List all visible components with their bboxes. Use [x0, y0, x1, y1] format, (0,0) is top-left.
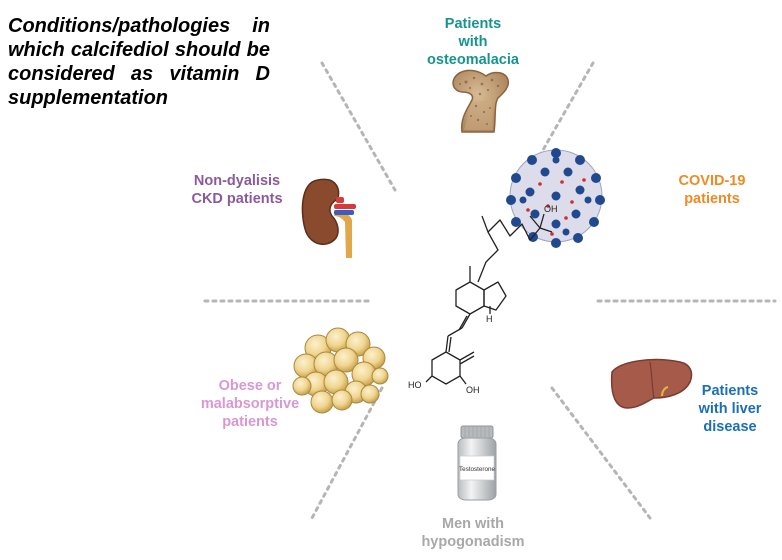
molecule-oh-bottom: OH	[466, 385, 480, 395]
kidney-icon	[301, 178, 356, 258]
label-obese-line-3: patients	[222, 414, 278, 430]
virus-icon	[506, 148, 605, 248]
liver-icon	[610, 358, 693, 409]
pill-bottle-icon: Testosterone	[457, 425, 497, 501]
label-osteomalacia: Patients with osteomalacia	[408, 15, 538, 69]
label-covid: COVID-19 patients	[652, 172, 772, 208]
label-ckd-line-2: CKD patients	[191, 191, 283, 207]
label-liver-line-3: disease	[703, 419, 757, 435]
molecule-ho-left: HO	[408, 380, 422, 390]
label-osteomalacia-line-2: with	[458, 34, 488, 50]
divider-lines	[203, 61, 777, 520]
label-covid-line-2: patients	[684, 191, 740, 207]
label-men-line-2: hypogonadism	[421, 534, 525, 550]
figure-title: Conditions/pathologies in which calcifed…	[8, 15, 270, 109]
calcifediol-structure	[425, 213, 553, 385]
label-covid-line-1: COVID-19	[678, 173, 746, 189]
molecule-labels: OH H HO OH	[408, 204, 558, 395]
label-men-line-1: Men with	[441, 516, 505, 532]
bottle-label-text: Testosterone	[459, 466, 496, 473]
label-liver-line-2: with liver	[698, 401, 762, 417]
label-obese: Obese or malabsorptive patients	[180, 377, 320, 431]
label-ckd-line-1: Non-dyalisis	[193, 173, 281, 189]
label-men: Men with hypogonadism	[398, 515, 548, 551]
molecule-oh-top: OH	[544, 204, 558, 214]
label-osteomalacia-line-1: Patients	[444, 16, 502, 32]
label-osteomalacia-line-3: osteomalacia	[427, 52, 519, 68]
divider-top-left	[320, 61, 397, 192]
molecule-h: H	[486, 314, 493, 324]
fat-cells-icon	[292, 327, 389, 414]
bone-icon	[452, 69, 510, 133]
divider-bottom-left	[310, 386, 384, 520]
label-ckd: Non-dyalisis CKD patients	[162, 172, 312, 208]
label-liver: Patients with liver disease	[680, 382, 780, 436]
label-liver-line-1: Patients	[701, 383, 759, 399]
label-obese-line-2: malabsorptive	[200, 396, 300, 412]
divider-bottom-right	[550, 386, 652, 520]
label-obese-line-1: Obese or	[218, 378, 282, 394]
